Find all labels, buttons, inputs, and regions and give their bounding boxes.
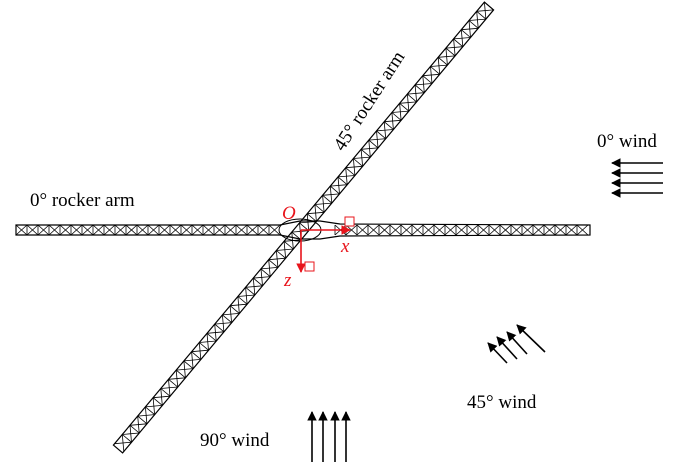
x-axis-label: x: [340, 236, 350, 257]
wind-0deg-arrows: [611, 158, 663, 198]
z-axis-marker-square: [304, 261, 315, 272]
wind-90deg: 90° wind: [200, 411, 351, 462]
x-axis-marker-square: [344, 216, 355, 227]
wind-45deg-arrows: [487, 324, 546, 364]
wind-90deg-arrows: [307, 411, 351, 462]
wind-45deg-label: 45° wind: [467, 392, 537, 413]
wind-45deg: 45° wind: [467, 324, 546, 413]
z-axis-label: z: [283, 270, 292, 291]
arm-0deg-label: 0° rocker arm: [30, 190, 135, 211]
wind-0deg-label: 0° wind: [597, 131, 657, 152]
rocker-arm-45deg: [112, 1, 495, 454]
origin-label: O: [282, 203, 296, 224]
coordinate-axes: O x z: [282, 203, 355, 291]
wind-0deg: 0° wind: [597, 131, 663, 198]
wind-90deg-label: 90° wind: [200, 430, 270, 451]
